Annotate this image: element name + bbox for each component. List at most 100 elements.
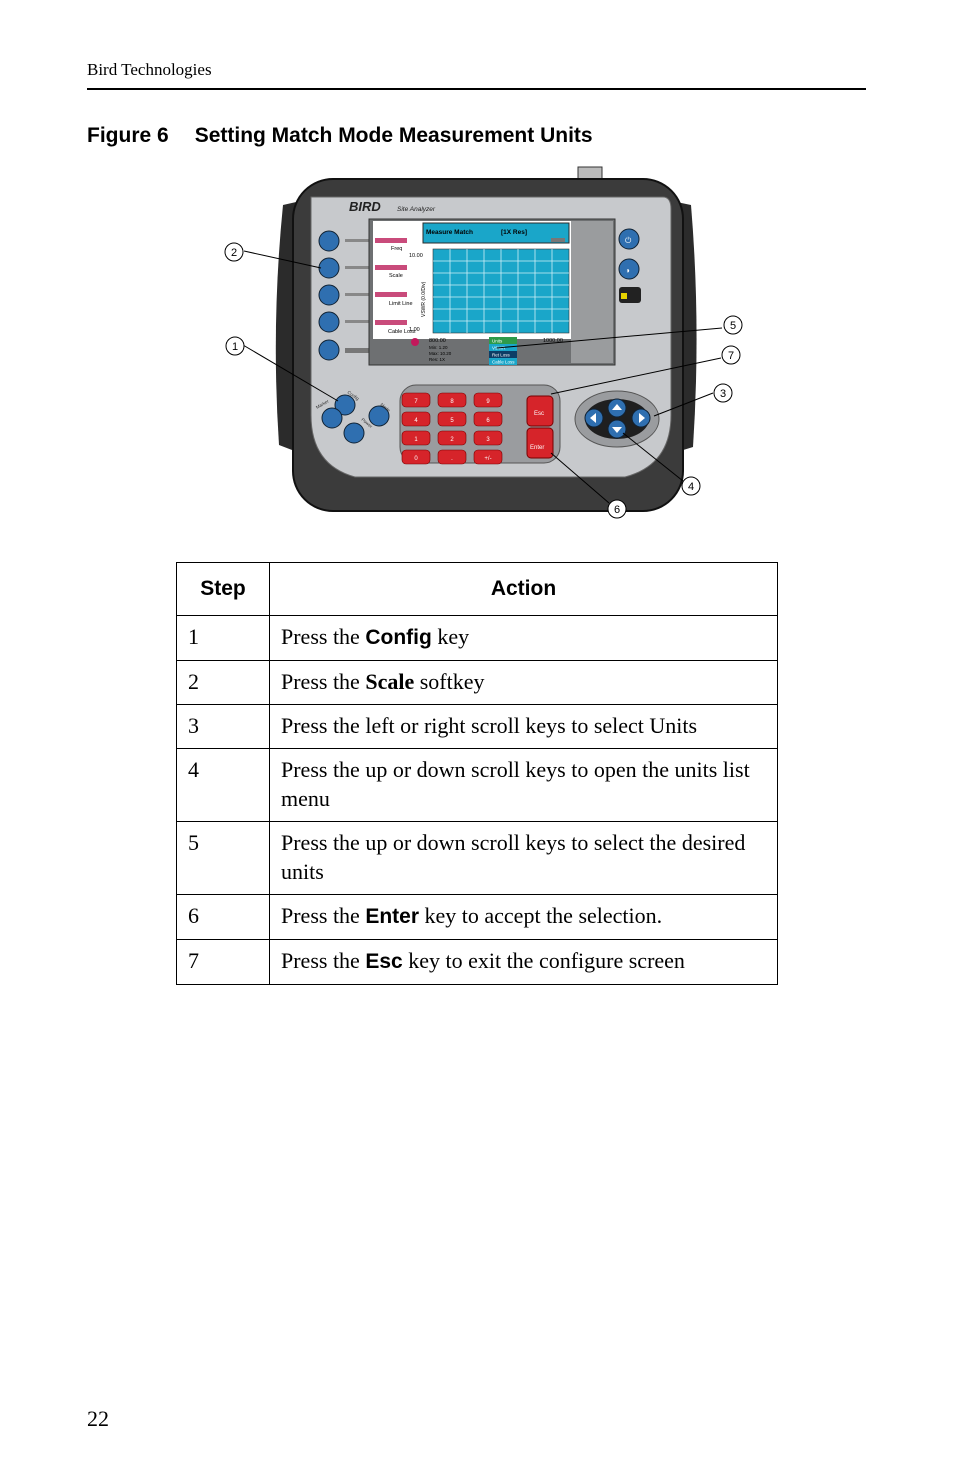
- table-row: 5 Press the up or down scroll keys to se…: [176, 821, 778, 895]
- callout-3: 3: [713, 383, 733, 403]
- units-menu[interactable]: Units VSWR Ret Loss Cable Loss: [489, 337, 517, 365]
- contrast-icon: ◑: [625, 266, 630, 275]
- softkey-label-scale: Scale: [389, 273, 403, 279]
- step-number: 1: [176, 615, 270, 661]
- enter-key[interactable]: [526, 427, 554, 459]
- keypad-key-label: 1: [414, 437, 418, 443]
- step-number: 3: [176, 704, 270, 749]
- keypad-key[interactable]: 7: [401, 392, 431, 408]
- keypad-key-label: 5: [450, 418, 454, 424]
- step-number: 4: [176, 748, 270, 822]
- keypad-key[interactable]: 8: [437, 392, 467, 408]
- power-icon: ⏻: [625, 236, 632, 245]
- menu-item-units[interactable]: Units: [492, 339, 503, 344]
- keypad-key[interactable]: 5: [437, 411, 467, 427]
- figure-caption: Setting Match Mode Measurement Units: [194, 124, 593, 147]
- key-name: Esc: [365, 950, 403, 973]
- step-action: Press the Esc key to exit the configure …: [269, 939, 778, 985]
- config-key-label: Config: [346, 390, 360, 402]
- info-max: Max: 10.20: [429, 351, 452, 356]
- marker-key-label: Marker: [315, 398, 330, 410]
- keypad-key[interactable]: 9: [473, 392, 503, 408]
- mode-key[interactable]: [368, 405, 390, 427]
- softkey-label-cable-loss: Cable Loss: [388, 329, 416, 335]
- plot-grid: [432, 248, 570, 334]
- callout-2: 2: [224, 242, 244, 262]
- keypad-key[interactable]: 1: [401, 430, 431, 446]
- step-number: 7: [176, 939, 270, 985]
- softkey-button-1[interactable]: [318, 230, 340, 252]
- esc-key-label: Esc: [534, 411, 544, 417]
- softkey-button-3[interactable]: [318, 284, 340, 306]
- callouts: 1 2 3 4 5 6 7: [224, 242, 743, 519]
- menu-item-ret-loss[interactable]: Ret Loss: [492, 353, 511, 358]
- softkey-buttons: [318, 230, 373, 361]
- softkey-button-5[interactable]: [318, 339, 340, 361]
- key-name: Enter: [365, 905, 420, 928]
- keypad-key[interactable]: 2: [437, 430, 467, 446]
- keypad-key-label: 2: [450, 437, 454, 443]
- callout-6: 6: [607, 499, 627, 519]
- keypad-key-label: 9: [486, 399, 490, 405]
- keypad-key-label: +/-: [484, 456, 491, 462]
- running-header: Bird Technologies: [87, 60, 866, 90]
- arrow-down-icon: [612, 427, 622, 433]
- power-button[interactable]: [618, 228, 640, 250]
- table-row: 3 Press the left or right scroll keys to…: [176, 704, 778, 749]
- step-action: Press the Scale softkey: [269, 660, 778, 705]
- x-axis-right: 1000.00: [543, 338, 563, 344]
- keypad-key-label: 6: [486, 418, 490, 424]
- arrow-up-icon: [612, 404, 622, 410]
- table-row: 2 Press the Scale softkey: [176, 660, 778, 705]
- step-action: Press the Enter key to accept the select…: [269, 894, 778, 940]
- site-analyzer-illustration: BIRD Site Analyzer Freq Scale Limit Line…: [224, 166, 743, 519]
- x-axis-left: 800.00: [429, 338, 446, 344]
- step-action: Press the up or down scroll keys to sele…: [269, 821, 778, 895]
- keypad-key[interactable]: 0: [401, 449, 431, 465]
- y-axis-label: VSWR (0.0/Div): [421, 281, 427, 317]
- keypad-key[interactable]: 3: [473, 430, 503, 446]
- table-row: 6 Press the Enter key to accept the sele…: [176, 894, 778, 940]
- keypad-key-label: 3: [486, 437, 490, 443]
- column-header-step: Step: [176, 562, 270, 616]
- esc-key[interactable]: [526, 395, 554, 427]
- softkey-button-2[interactable]: [318, 257, 340, 279]
- callout-number: 7: [728, 350, 734, 362]
- keypad-key-label: 8: [450, 399, 454, 405]
- table-row: 1 Press the Config key: [176, 615, 778, 661]
- keypad-key[interactable]: +/-: [473, 449, 503, 465]
- status-indicator: [411, 338, 419, 346]
- power-mode-key[interactable]: [343, 422, 365, 444]
- model-name: Site Analyzer: [397, 206, 436, 213]
- keypad-key-label: .: [451, 456, 453, 462]
- callout-number: 4: [688, 481, 694, 493]
- callout-number: 5: [730, 320, 736, 332]
- keypad-key[interactable]: 6: [473, 411, 503, 427]
- table-row: 7 Press the Esc key to exit the configur…: [176, 939, 778, 985]
- screen-title: Measure Match: [426, 229, 473, 236]
- contrast-button[interactable]: [618, 258, 640, 280]
- enter-key-label: Enter: [530, 445, 544, 451]
- steps-table: Step Action 1 Press the Config key 2 Pre…: [176, 562, 778, 985]
- brand-logo: BIRD: [349, 199, 381, 214]
- running-header-text: Bird Technologies: [87, 60, 212, 79]
- callout-number: 3: [720, 388, 726, 400]
- keypad-key-label: 7: [414, 399, 418, 405]
- step-action: Press the Config key: [269, 615, 778, 661]
- keypad-key[interactable]: 4: [401, 411, 431, 427]
- screen-resolution: [1X Res]: [501, 229, 527, 236]
- step-number: 2: [176, 660, 270, 705]
- screen-header: [422, 222, 570, 244]
- step-action: Press the up or down scroll keys to open…: [269, 748, 778, 822]
- y-axis-top: 10.00: [409, 253, 423, 259]
- key-name: Config: [365, 626, 432, 649]
- config-key[interactable]: [334, 394, 356, 416]
- keypad-key[interactable]: .: [437, 449, 467, 465]
- menu-item-cable-loss[interactable]: Cable Loss: [492, 360, 515, 365]
- table-row: 4 Press the up or down scroll keys to op…: [176, 748, 778, 822]
- column-header-action: Action: [269, 562, 778, 616]
- softkey-label-freq: Freq: [391, 246, 402, 252]
- softkey-button-4[interactable]: [318, 311, 340, 333]
- figure-label: Figure 6: [87, 124, 169, 147]
- marker-key[interactable]: [321, 407, 343, 429]
